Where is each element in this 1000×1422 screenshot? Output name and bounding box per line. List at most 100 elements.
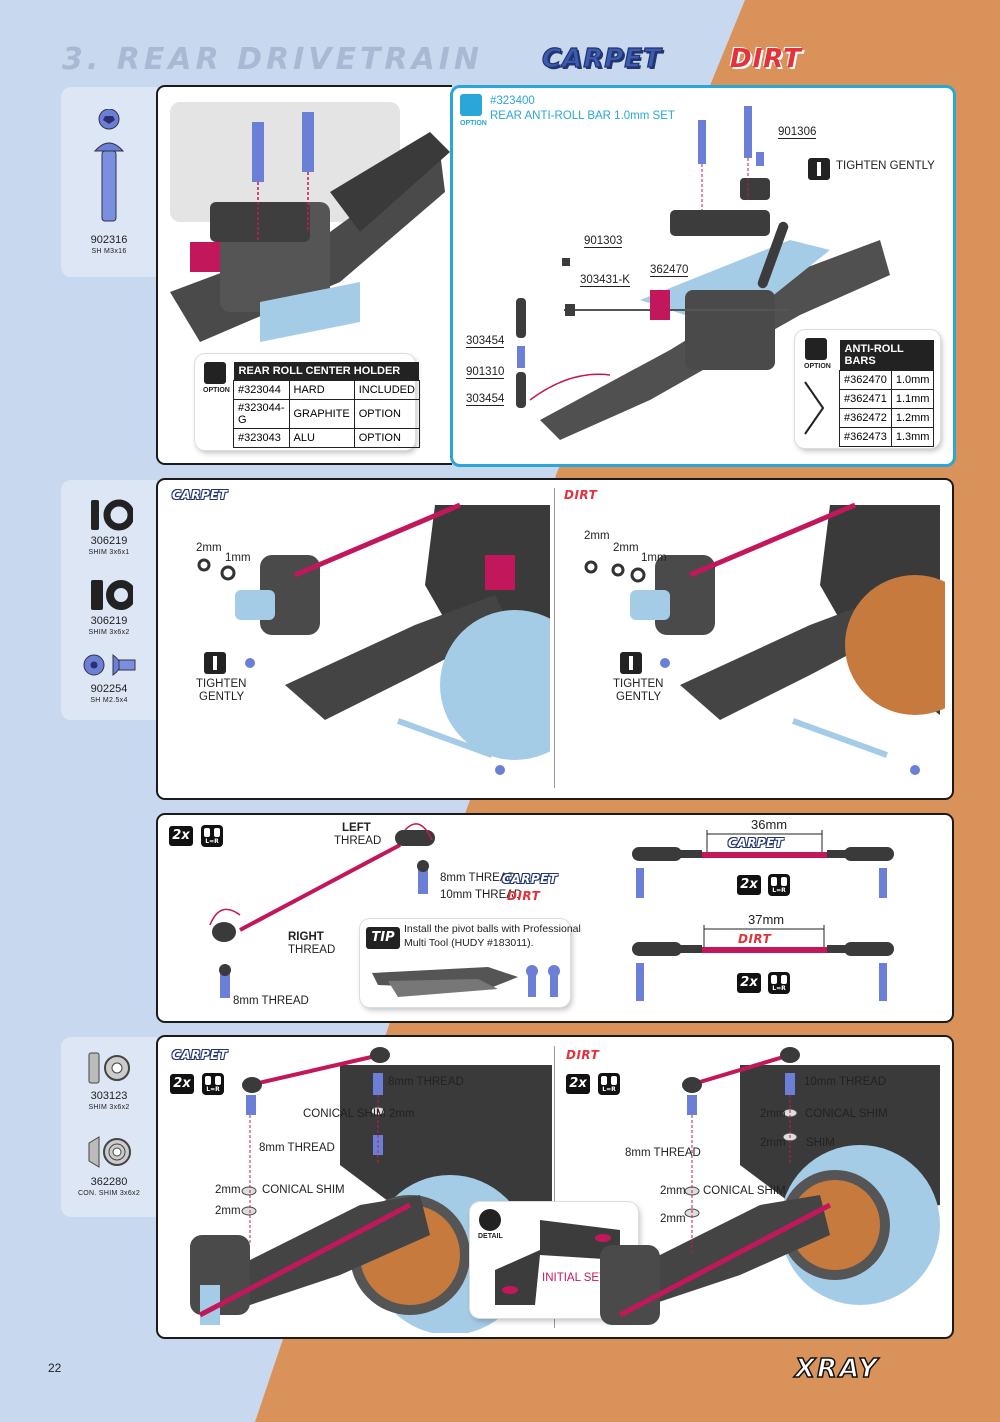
- left-thread-label-2: THREAD: [334, 835, 382, 847]
- callout-303431-k: 303431-K: [580, 274, 630, 287]
- callout-901310: 901310: [466, 366, 505, 379]
- dirt-tag: DIRT: [566, 1048, 600, 1062]
- thumbs-up-icon: [805, 338, 827, 360]
- dirt-wishbone-illustration: [584, 502, 945, 775]
- callout-901303: 901303: [584, 235, 623, 248]
- roll-center-table-header: REAR ROLL CENTER HOLDER: [233, 362, 420, 381]
- dirt-tag: DIRT: [507, 889, 541, 903]
- carpet-logo: CARPET: [541, 43, 662, 74]
- left-equals-right-icon: L=R: [598, 1073, 620, 1095]
- left-equals-right-icon: L=R: [768, 972, 790, 994]
- quantity-badge: 2x: [566, 1074, 590, 1094]
- carpet-dirt-divider: [554, 1046, 555, 1328]
- dirt-thread-top: 10mm THREAD: [804, 1076, 887, 1088]
- carpet-length-label: 36mm: [751, 817, 788, 832]
- shim-icon: [91, 499, 133, 531]
- dirt-2mm-a: 2mm: [760, 1108, 786, 1120]
- carpet-conical-shim-b: CONICAL SHIM: [262, 1184, 345, 1196]
- quantity-badge: 2x: [170, 1074, 194, 1094]
- dirt-turnbuckle-illustration: [632, 925, 894, 1001]
- dirt-tighten-line1: TIGHTEN: [613, 678, 664, 690]
- dirt-length-label: 37mm: [748, 912, 785, 927]
- tighten-gently-label: TIGHTEN GENTLY: [836, 160, 935, 172]
- tip-text-line1: Install the pivot balls with Professiona…: [404, 923, 581, 935]
- dirt-conical-shim: CONICAL SHIM: [805, 1108, 888, 1120]
- dirt-2mm-d: 2mm: [660, 1213, 686, 1225]
- quantity-badge: 2x: [169, 826, 193, 846]
- dirt-2mm-c: 2mm: [660, 1185, 686, 1197]
- carpet-wishbone-illustration: [197, 502, 550, 775]
- carpet-tag: CARPET: [502, 872, 558, 886]
- roll-center-assembly-illustration: [170, 102, 450, 342]
- tighten-gently-icon: [808, 158, 830, 180]
- anti-roll-table-header: ANTI-ROLL BARS: [839, 340, 934, 371]
- carpet-conical-shim: CONICAL SHIM: [303, 1108, 386, 1120]
- tip-card: TIP Install the pivot balls with Profess…: [360, 919, 581, 1007]
- shim-icon: [91, 580, 133, 610]
- detail-magnifier-icon: [479, 1209, 501, 1231]
- dirt-tag: DIRT: [738, 932, 772, 946]
- quantity-badge: 2x: [737, 875, 761, 895]
- brand-logo: XRAY: [794, 1353, 880, 1385]
- option-label: OPTION: [203, 387, 230, 394]
- anti-roll-set-code: #323400: [490, 95, 535, 107]
- tighten-gently-icon: [204, 652, 226, 674]
- detail-label: DETAIL: [478, 1233, 503, 1240]
- button-head-screw-icon: [93, 109, 125, 222]
- dirt-shim-1mm: 1mm: [641, 552, 667, 564]
- dirt-tag: DIRT: [564, 488, 598, 502]
- anti-roll-bar-shape-icon: [804, 381, 825, 435]
- turnbuckle-assembly-illustration: [209, 823, 435, 998]
- callout-303454-top: 303454: [466, 335, 505, 348]
- tip-text-line2: Multi Tool (HUDY #183011).: [404, 937, 534, 949]
- carpet-tag: CARPET: [728, 836, 784, 850]
- carpet-2mm-c: 2mm: [215, 1205, 241, 1217]
- section-title: 3. REAR DRIVETRAIN: [62, 42, 483, 77]
- dirt-shim-2mm-a: 2mm: [584, 530, 610, 542]
- tip-badge: TIP: [366, 927, 400, 949]
- carpet-2mm-a: 2mm: [389, 1108, 415, 1120]
- thread-8mm-bottom-label: 8mm THREAD: [233, 995, 309, 1007]
- carpet-tag: CARPET: [172, 488, 228, 502]
- left-equals-right-icon: L=R: [201, 825, 223, 847]
- button-head-screw-icon: [83, 654, 136, 676]
- left-thread-label-1: LEFT: [342, 822, 371, 834]
- carpet-tighten-line2: GENTLY: [199, 691, 245, 703]
- dirt-thread-mid: 8mm THREAD: [625, 1147, 701, 1159]
- option-label: OPTION: [460, 120, 487, 127]
- roll-center-holder-detail-icon: [495, 1220, 620, 1305]
- quantity-badge: 2x: [737, 973, 761, 993]
- callout-303454-bottom: 303454: [466, 393, 505, 406]
- thread-8mm-label: 8mm THREAD: [440, 872, 516, 884]
- option-label: OPTION: [804, 363, 831, 370]
- anti-roll-bar-illustration: [516, 106, 890, 440]
- callout-362470: 362470: [650, 264, 689, 277]
- tighten-gently-icon: [620, 652, 642, 674]
- thumbs-up-icon: [204, 362, 226, 384]
- carpet-thread-top: 8mm THREAD: [388, 1076, 464, 1088]
- dirt-conical-shim-b: CONICAL SHIM: [703, 1185, 786, 1197]
- left-equals-right-icon: L=R: [202, 1073, 224, 1095]
- dirt-camber-link-illustration: [600, 1047, 940, 1325]
- dirt-tighten-line2: GENTLY: [616, 691, 662, 703]
- dirt-logo: DIRT: [730, 44, 802, 74]
- carpet-tighten-line1: TIGHTEN: [196, 678, 247, 690]
